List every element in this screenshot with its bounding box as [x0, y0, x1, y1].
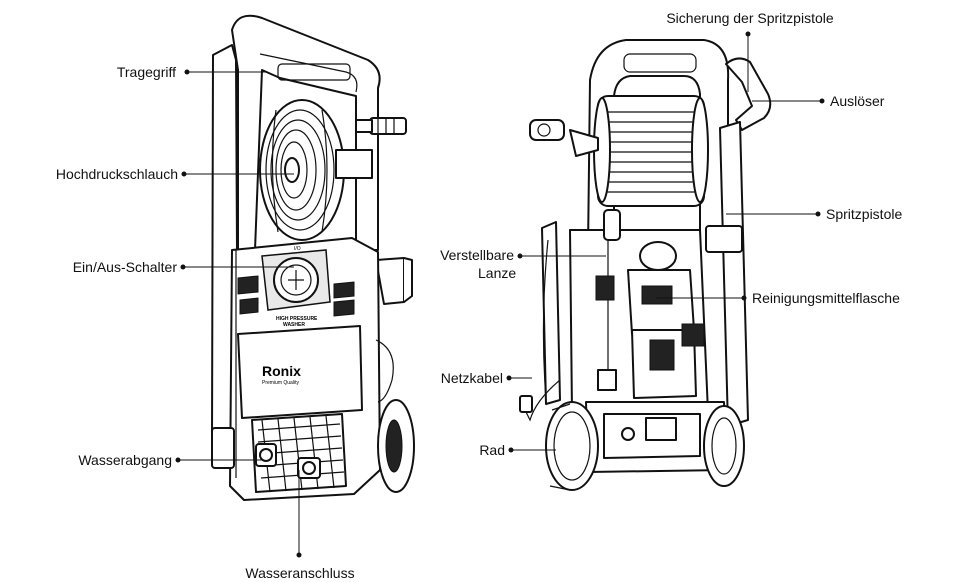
label-sicherung: Sicherung der Spritzpistole [666, 10, 834, 26]
label-netzkabel: Netzkabel [440, 370, 503, 386]
brand-tagline: Premium Quality [262, 380, 299, 386]
label-tragegriff: Tragegriff [116, 64, 176, 80]
reel-crank [529, 119, 565, 141]
panel-line1: HIGH PRESSURE [276, 316, 318, 322]
label-rad: Rad [479, 442, 505, 458]
label-spritzpistole: Spritzpistole [826, 206, 903, 222]
gun-grip [725, 57, 772, 131]
label-lanze: Lanze [478, 265, 517, 281]
detergent-cap [639, 241, 677, 271]
switch-mark: I/O [294, 246, 301, 252]
front-cover [237, 325, 363, 419]
label-ein-aus-schalter: Ein/Aus-Schalter [72, 259, 177, 275]
frame [231, 14, 381, 251]
rear-machine-illustration [519, 39, 772, 491]
panel-line2: WASHER [283, 322, 305, 328]
label-wasserabgang: Wasserabgang [78, 452, 172, 468]
label-ausloeser: Auslöser [830, 93, 885, 109]
hose-reel-rear [593, 95, 709, 207]
wheel-rear-right [703, 405, 745, 487]
label-hochdruckschlauch: Hochdruckschlauch [55, 166, 178, 182]
callout-lines [175, 31, 825, 558]
label-wasseranschluss: Wasseranschluss [245, 565, 355, 581]
spray-gun [719, 121, 749, 427]
wheel-rear [545, 401, 599, 491]
brand-logo: Ronix [262, 363, 301, 379]
label-verstellbare: Verstellbare [440, 247, 514, 263]
lance-rear [541, 221, 561, 405]
label-reinigungsmittelflasche: Reinigungsmittelflasche [752, 290, 900, 306]
front-machine-illustration: I/O HIGH PRESSURE WASHER Ronix Premium Q… [211, 14, 415, 501]
hose-reel-front [259, 99, 345, 241]
